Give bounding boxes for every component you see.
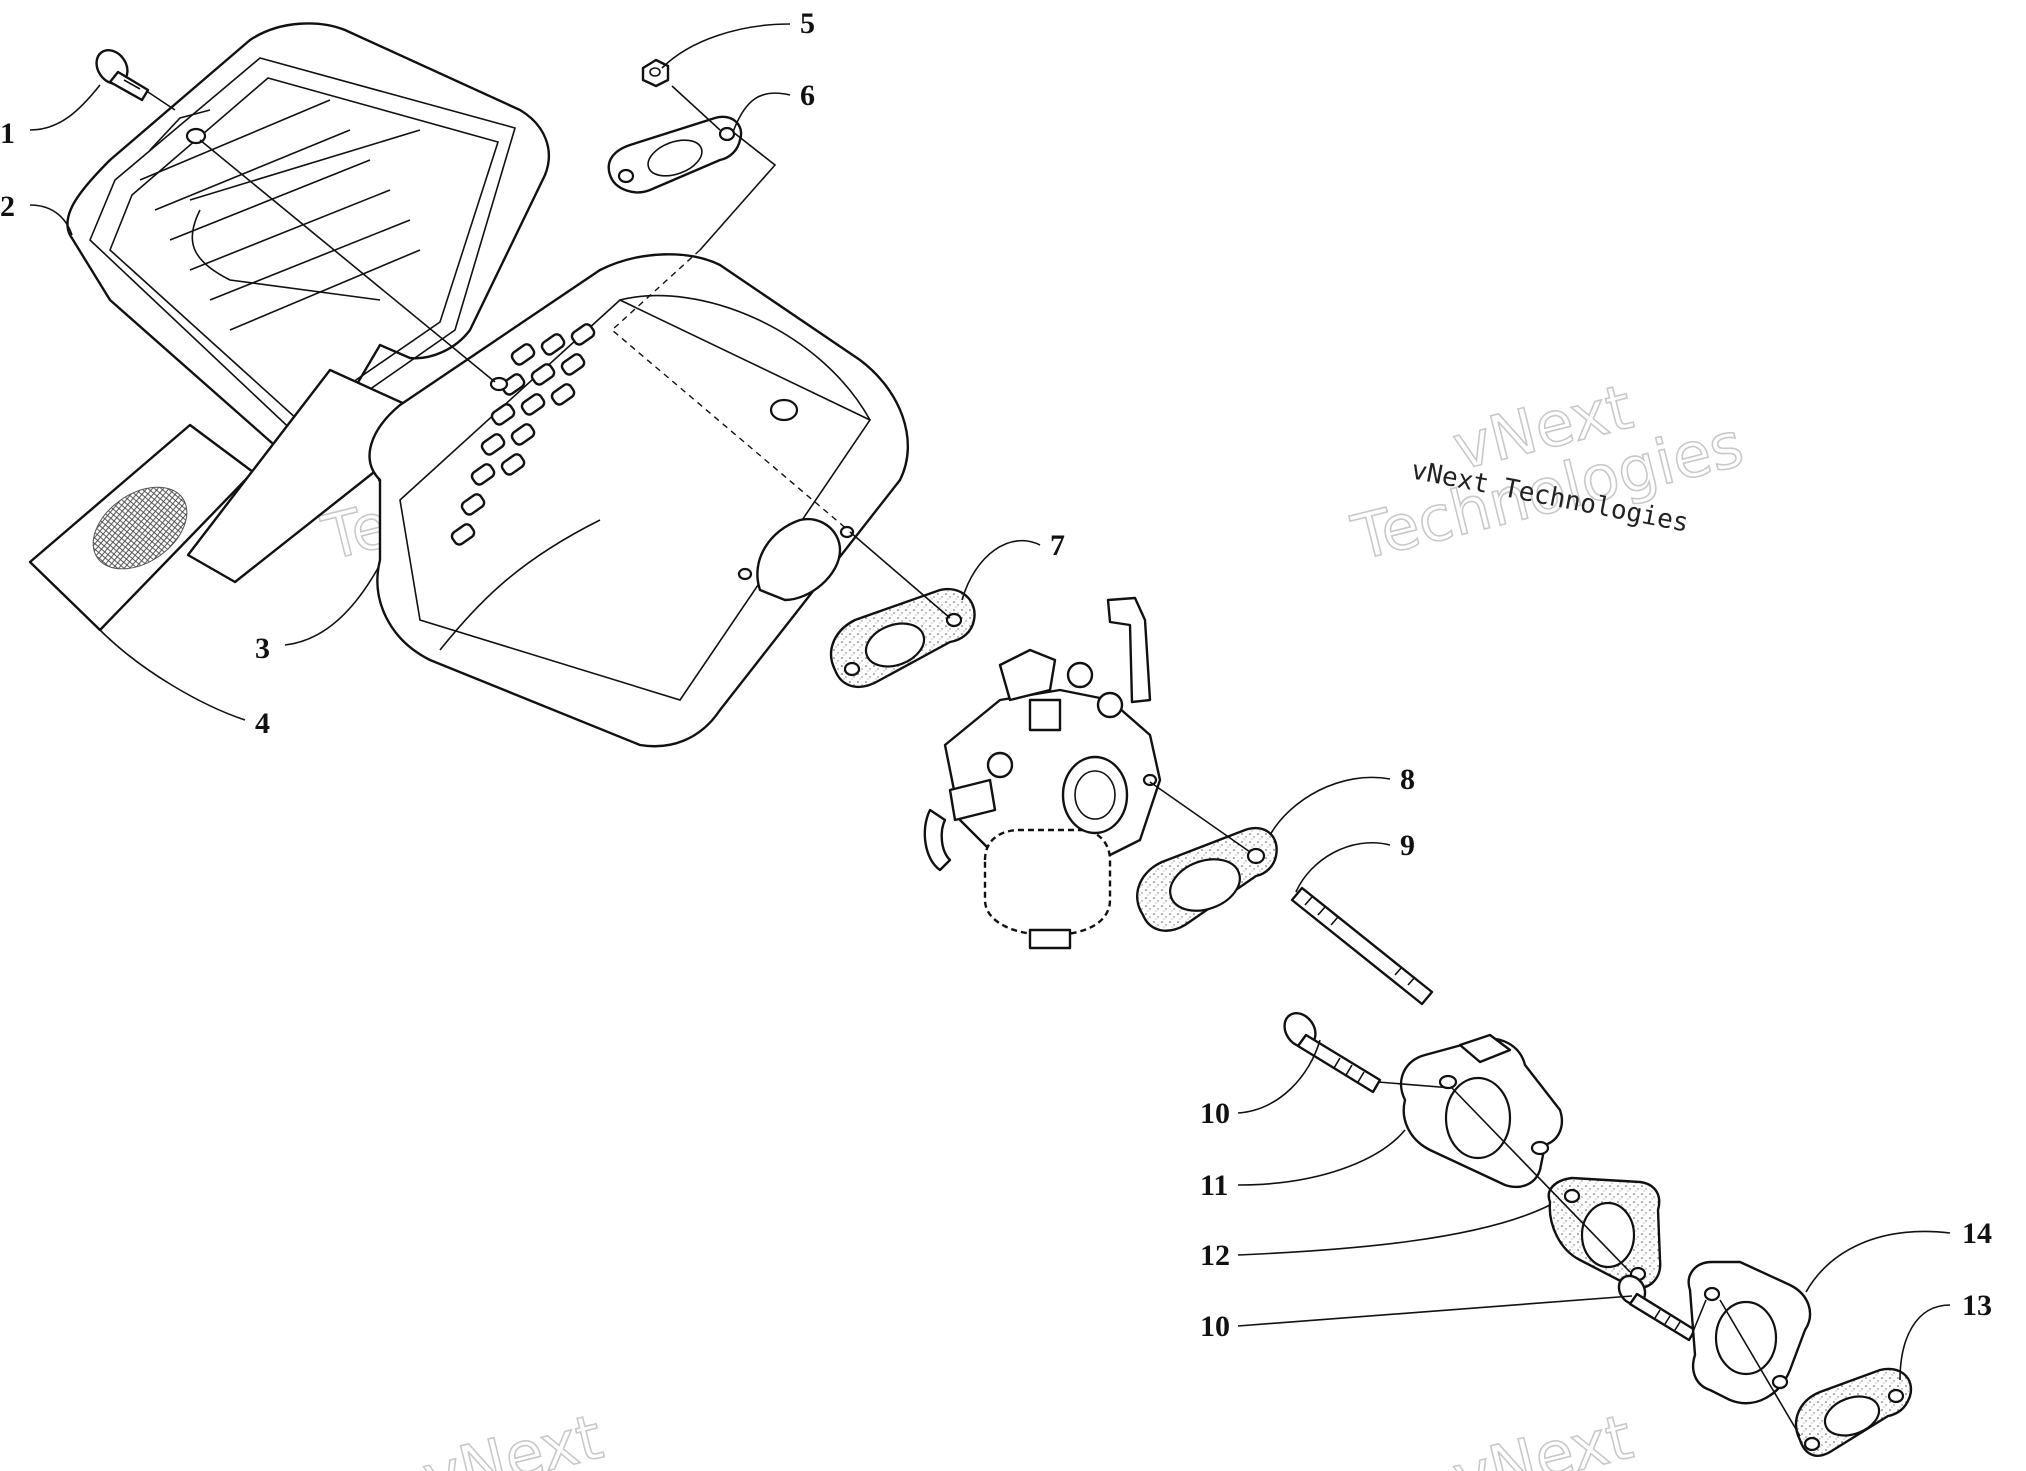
watermark-right: vNext Technologies vNext Technologies: [1344, 369, 1751, 575]
part-spacer-11: [1399, 1033, 1564, 1189]
part-screw-1: [95, 49, 150, 102]
part-bolt-10-upper: [1283, 1012, 1382, 1094]
callout-labels: 1 2 3 4 5 6 7 8 9 10 11 12 10 14 13: [0, 7, 1992, 1343]
callout-11: 11: [1200, 1169, 1228, 1202]
part-gasket-8: [1136, 827, 1278, 932]
part-filter-element-4: [28, 368, 442, 632]
part-air-cleaner-housing-3: [368, 253, 909, 748]
watermark-bottom: vNext vNext: [415, 1399, 1640, 1471]
callout-10-lower: 10: [1200, 1310, 1230, 1343]
part-gasket-13: [1794, 1367, 1913, 1457]
part-stud-9: [1290, 886, 1434, 1006]
housing-vent-slots: [450, 323, 596, 546]
callout-2: 2: [0, 190, 15, 223]
callout-14: 14: [1962, 1217, 1992, 1250]
callout-4: 4: [255, 707, 270, 740]
callout-3: 3: [255, 632, 270, 665]
carburetor-assembly: [923, 596, 1162, 950]
callout-8: 8: [1400, 763, 1415, 796]
callout-6: 6: [800, 79, 815, 112]
callout-10-upper: 10: [1200, 1097, 1230, 1130]
callout-9: 9: [1400, 829, 1415, 862]
part-gasket-12: [1547, 1176, 1662, 1290]
part-gasket-7: [829, 587, 976, 689]
part-bolt-10-lower: [1617, 1274, 1697, 1342]
watermark-brand: vNext: [1446, 1400, 1639, 1471]
part-flange-14: [1687, 1260, 1812, 1405]
callout-13: 13: [1962, 1289, 1992, 1322]
callout-leaders: [29, 23, 1951, 1381]
part-nut-5: [641, 58, 670, 88]
assembly-guide-lines: [147, 85, 1801, 1437]
watermark-brand: vNext: [416, 1400, 609, 1471]
callout-12: 12: [1200, 1239, 1230, 1272]
callout-5: 5: [800, 7, 815, 40]
callout-1: 1: [0, 117, 15, 150]
part-gasket-6: [607, 115, 743, 194]
callout-7: 7: [1050, 529, 1065, 562]
